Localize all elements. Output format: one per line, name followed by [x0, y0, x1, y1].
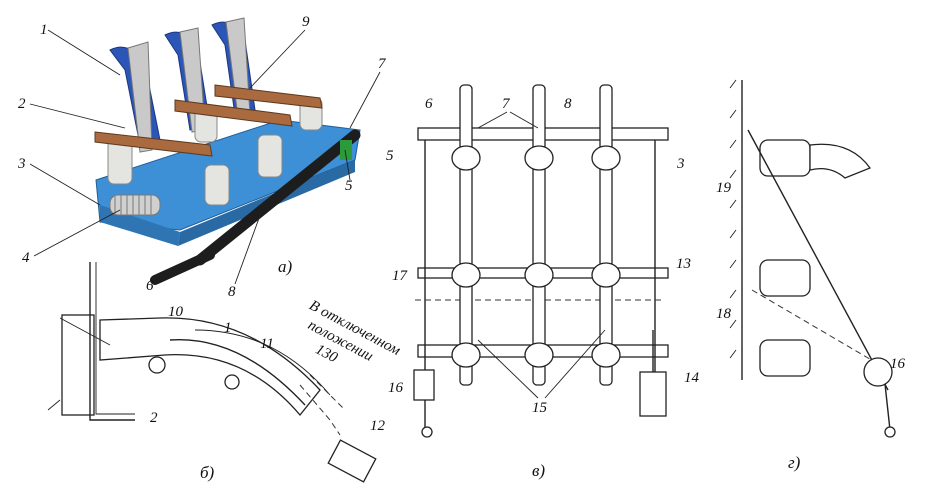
caption-v: в) [532, 461, 545, 480]
label-b-11: 11 [260, 336, 274, 352]
label-g-18: 18 [716, 306, 732, 322]
label-g-19: 19 [716, 180, 732, 196]
label-a-9: 9 [302, 14, 310, 30]
label-a-1: 1 [40, 22, 48, 38]
label-a-4: 4 [22, 250, 30, 266]
label-v-7: 7 [502, 96, 511, 112]
label-v-14: 14 [684, 370, 700, 386]
label-a-7: 7 [378, 56, 387, 72]
label-v-17: 17 [392, 268, 409, 284]
label-v-15: 15 [532, 400, 548, 416]
caption-b: б) [200, 463, 215, 482]
label-g-16: 16 [890, 356, 906, 372]
label-v-8: 8 [564, 96, 572, 112]
label-b-12: 12 [370, 418, 386, 434]
contact-detail-b [47, 262, 377, 483]
label-a-5: 5 [345, 178, 353, 194]
label-a-6: 6 [146, 278, 154, 294]
labels-a: 1 2 3 4 5 6 7 8 9 а) [17, 14, 387, 300]
labels-g: 19 18 16 г) [716, 180, 906, 472]
label-b-1: 1 [224, 320, 232, 336]
label-a-3: 3 [17, 156, 26, 172]
spring [109, 194, 161, 216]
label-b-10: 10 [168, 304, 184, 320]
label-a-2: 2 [18, 96, 26, 112]
label-v-16: 16 [388, 380, 404, 396]
side-view-g [729, 79, 896, 438]
caption-g: г) [788, 453, 801, 472]
label-v-6: 6 [425, 96, 433, 112]
labels-v: 6 7 8 5 3 17 13 15 16 14 в) [386, 96, 700, 480]
caption-a: а) [278, 257, 293, 276]
photo-view-a [94, 17, 361, 285]
label-v-5: 5 [386, 148, 394, 164]
label-v-3: 3 [676, 156, 685, 172]
front-view-v [413, 84, 669, 438]
label-v-13: 13 [676, 256, 691, 272]
label-a-8: 8 [228, 284, 236, 300]
label-b-2: 2 [150, 410, 158, 426]
